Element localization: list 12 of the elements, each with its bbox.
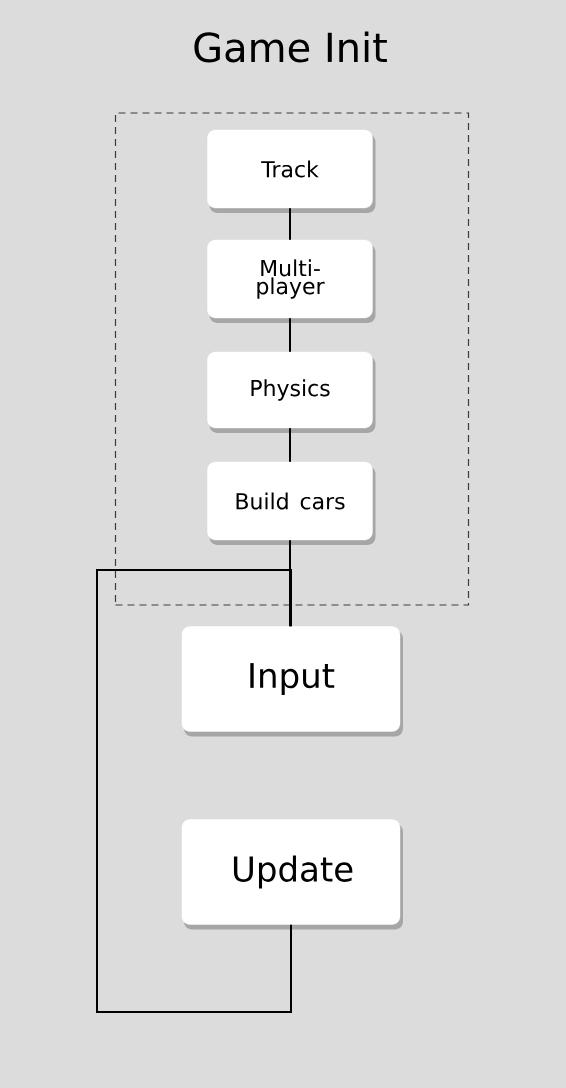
connector-line — [289, 207, 291, 241]
process-box: Physics — [207, 351, 376, 433]
process-box: Track — [207, 129, 376, 213]
connector-line — [289, 427, 291, 463]
process-box: Build cars — [207, 461, 376, 545]
connector-line — [289, 539, 291, 628]
group-title: Game Init — [194, 31, 387, 63]
process-box: Multi-player — [207, 239, 376, 323]
loop-connector — [96, 569, 292, 1013]
connector-line — [289, 317, 291, 353]
process-box: Update — [181, 819, 403, 930]
process-box: Input — [181, 626, 403, 737]
